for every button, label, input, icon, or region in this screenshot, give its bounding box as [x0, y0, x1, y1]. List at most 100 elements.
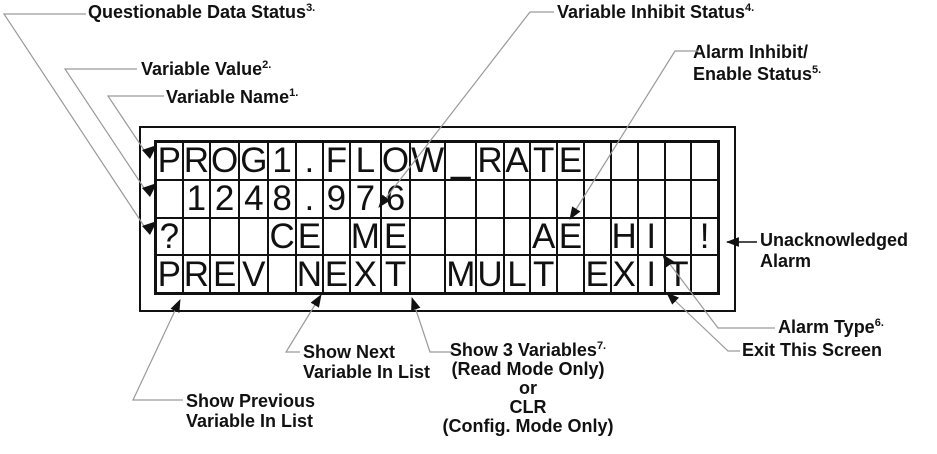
- lcd-cell: [323, 217, 350, 256]
- lcd-cell: [691, 255, 718, 293]
- lcd-cell: P: [156, 254, 183, 294]
- lcd-cell: [445, 217, 477, 256]
- lcd-cell: [268, 255, 296, 293]
- footnote-ref: 6.: [874, 317, 884, 329]
- lcd-cell: [583, 142, 611, 180]
- lcd-cell: V: [239, 255, 269, 293]
- lcd-cell: .: [295, 179, 324, 218]
- lcd-cell: F: [323, 142, 350, 180]
- leader-questionable: [2, 13, 145, 227]
- lcd-cell: [557, 255, 584, 293]
- lcd-cell: [476, 217, 504, 256]
- lcd-cell: [239, 217, 269, 256]
- lcd-cell: H: [610, 216, 638, 256]
- lcd-cell: [637, 179, 665, 218]
- lcd-cell: [664, 179, 692, 218]
- lcd-cell: I: [637, 255, 665, 293]
- lcd-cell: 4: [239, 179, 269, 218]
- leader-variable-value: [63, 68, 145, 189]
- lcd-cell: E: [295, 216, 324, 256]
- lcd-cell: E: [583, 254, 611, 294]
- lcd-cell: ?: [156, 217, 183, 256]
- lcd-cell: [156, 179, 183, 218]
- lcd-cell: T: [664, 255, 692, 293]
- lcd-cell: [557, 179, 584, 218]
- footnote-ref: 1.: [289, 87, 299, 99]
- lcd-cell: _: [445, 142, 477, 180]
- lcd-cell: [583, 217, 611, 256]
- leader-show-previous: [132, 299, 183, 401]
- footnote-ref: 3.: [306, 2, 316, 14]
- footnote-ref: 2.: [262, 59, 272, 71]
- lcd-cell: N: [295, 254, 324, 294]
- callout-questionable-data-status: Questionable Data Status3.: [88, 2, 316, 22]
- lcd-cell: R: [476, 141, 504, 181]
- lcd-cell: R: [182, 254, 210, 294]
- lcd-cell: [410, 179, 446, 218]
- lcd-cell: [210, 217, 240, 256]
- lcd-cell: L: [349, 142, 381, 180]
- lcd-cell: T: [380, 255, 411, 293]
- lcd-cell: X: [610, 254, 638, 294]
- callout-alarm-type: Alarm Type6.: [778, 317, 884, 337]
- lcd-cell: [410, 217, 446, 256]
- lcd-cell: M: [349, 216, 381, 256]
- lcd-cell: P: [156, 141, 183, 181]
- lcd-cell: T: [530, 255, 558, 293]
- lcd-cell: E: [380, 217, 411, 256]
- lcd-cell: [610, 142, 638, 180]
- lcd-cell: [410, 255, 446, 293]
- lcd-cell: 6: [380, 179, 411, 218]
- lcd-cell: 7: [349, 179, 381, 218]
- lcd-cell: [583, 179, 611, 218]
- lcd-cell: E: [557, 216, 584, 256]
- lcd-cell: 1: [182, 179, 210, 218]
- lcd-cell: [691, 179, 718, 218]
- callout-show-next-variable: Show Next Variable In List: [303, 342, 431, 382]
- lcd-cell: I: [637, 217, 665, 256]
- lcd-cell: W: [410, 141, 446, 181]
- footnote-ref: 4.: [745, 2, 755, 14]
- lcd-cell: .: [295, 142, 324, 180]
- lcd-cell: [691, 142, 718, 180]
- lcd-cell: U: [476, 254, 504, 294]
- callout-show-previous-variable: Show Previous Variable In List: [186, 391, 316, 431]
- lcd-cell: [182, 217, 210, 256]
- lcd-cell: !: [691, 217, 718, 256]
- lcd-cell: [503, 179, 531, 218]
- callout-alarm-inhibit-enable-status: Alarm Inhibit/ Enable Status5.: [693, 42, 822, 84]
- lcd-cell: [476, 179, 504, 218]
- lcd-cell: 1: [268, 142, 296, 180]
- lcd-cell: 8: [268, 179, 296, 218]
- callout-unacknowledged-alarm: Unacknowledged Alarm: [760, 230, 909, 271]
- callout-variable-inhibit-status: Variable Inhibit Status4.: [557, 2, 755, 22]
- lcd-cell: 2: [210, 179, 240, 218]
- lcd-cell: [445, 179, 477, 218]
- lcd-cell: L: [503, 255, 531, 293]
- lcd-cell: E: [323, 254, 350, 294]
- callout-variable-value: Variable Value2.: [141, 59, 272, 79]
- callout-variable-name: Variable Name1.: [166, 87, 299, 107]
- footnote-ref: 5.: [812, 64, 822, 76]
- lcd-cell: X: [349, 255, 381, 293]
- lcd-cell: [664, 142, 692, 180]
- lcd-cell: 9: [323, 179, 350, 218]
- lcd-cell: A: [503, 141, 531, 181]
- lcd-cell: E: [210, 255, 240, 293]
- lcd-cell: O: [380, 141, 411, 181]
- footnote-ref: 7.: [596, 340, 607, 352]
- lcd-cell: O: [210, 141, 240, 181]
- callout-exit-this-screen: Exit This Screen: [742, 340, 883, 360]
- lcd-cell: G: [239, 141, 269, 181]
- lcd-cell: M: [445, 254, 477, 294]
- lcd-cell: T: [530, 142, 558, 180]
- lcd-cell: [637, 142, 665, 180]
- lcd-cell: [664, 217, 692, 256]
- lcd-cell: [530, 179, 558, 218]
- callout-show-3-variables: Show 3 Variables7. (Read Mode Only) or C…: [442, 340, 614, 436]
- lcd-cell: E: [557, 141, 584, 181]
- lcd-cell: [610, 179, 638, 218]
